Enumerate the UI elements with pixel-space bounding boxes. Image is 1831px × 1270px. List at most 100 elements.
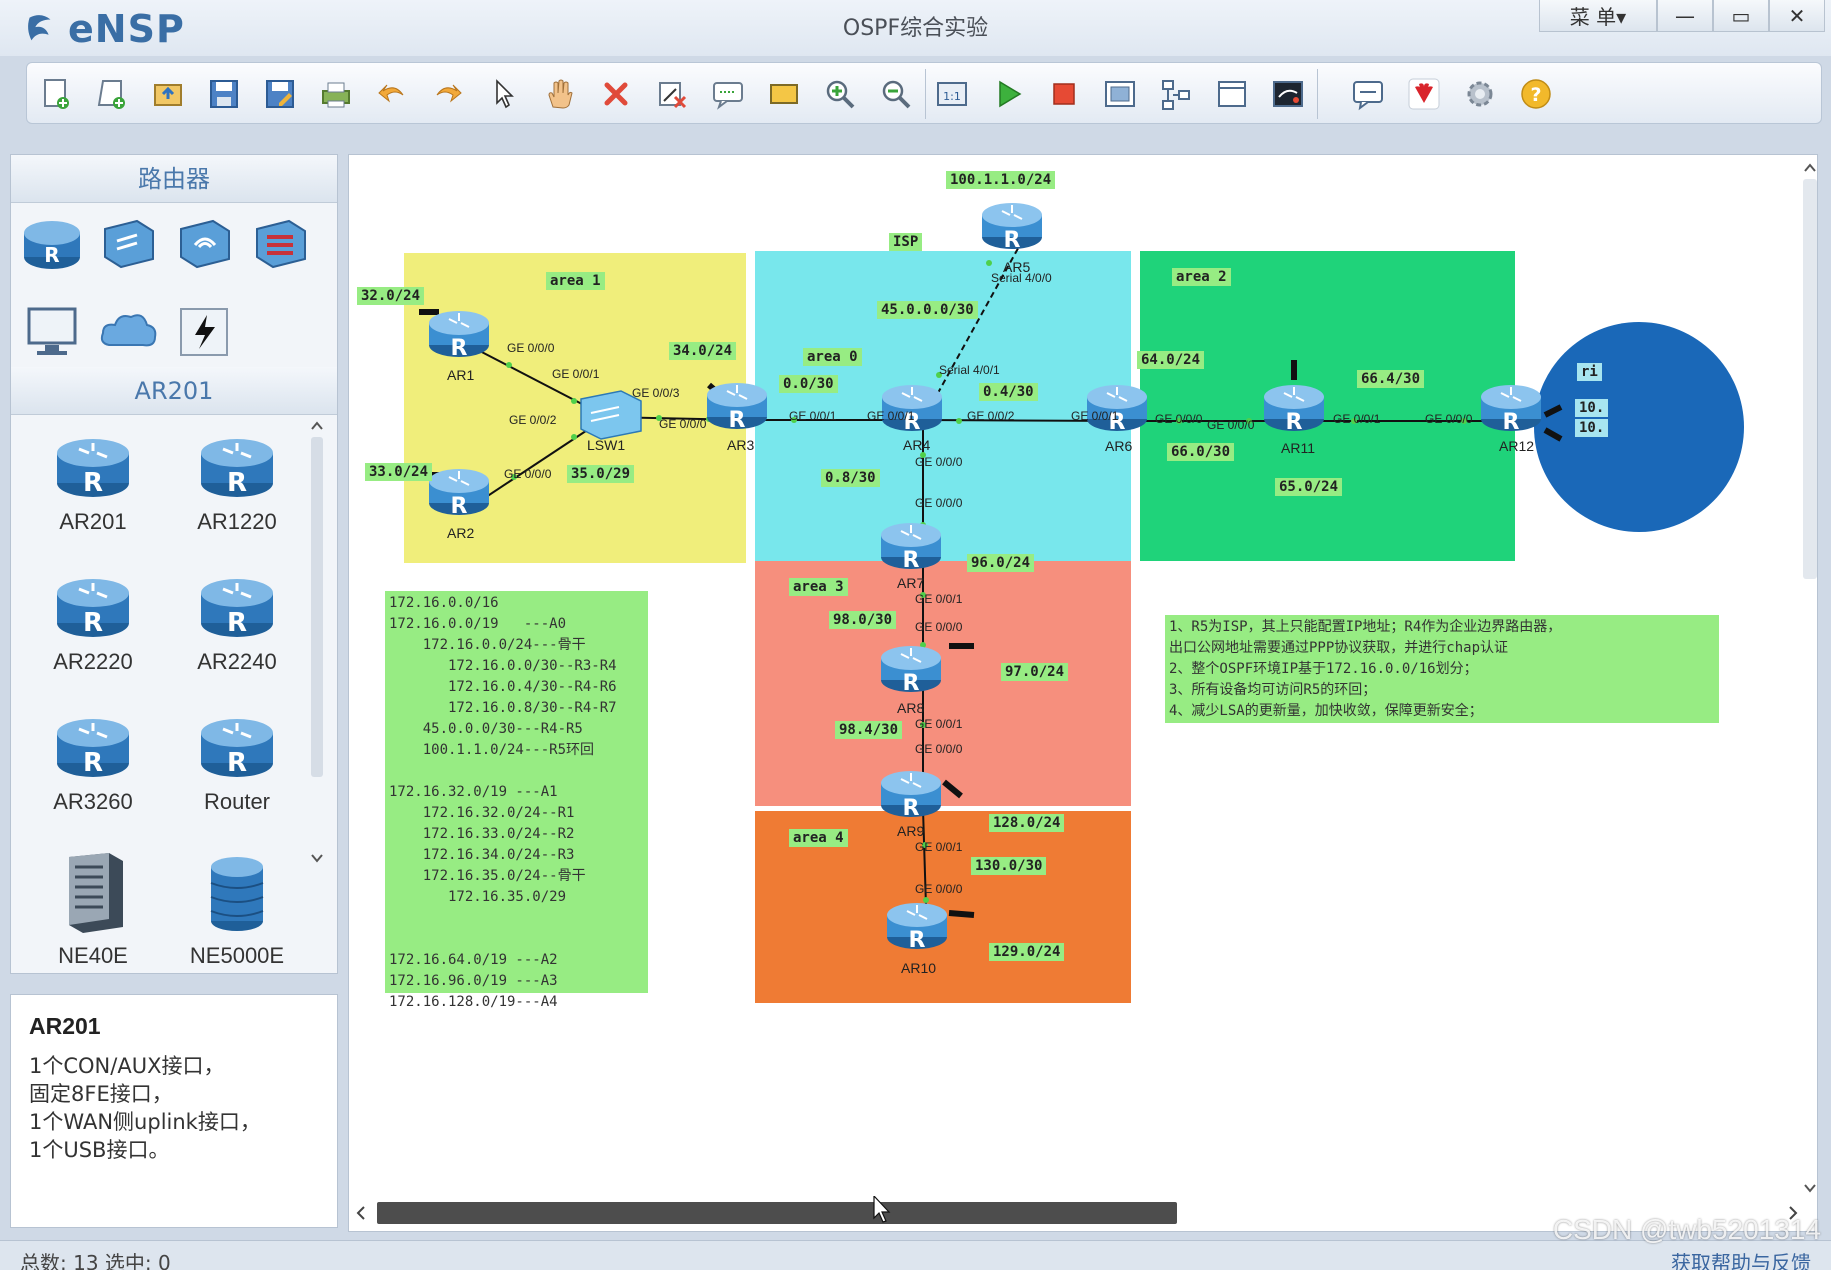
router-ar2[interactable] [428,468,490,520]
device-ne40e[interactable]: NE40E [33,849,153,969]
area-0-region[interactable] [755,251,1131,561]
help-feedback-link[interactable]: 获取帮助与反馈 [1671,1251,1811,1270]
device-ar201[interactable]: R AR201 [33,429,153,535]
canvas-vertical-scrollbar[interactable] [1801,155,1818,1232]
device-ar3260[interactable]: R AR3260 [33,709,153,815]
pan-hand-icon[interactable] [541,75,579,113]
rectangle-icon[interactable] [765,75,803,113]
router-ar12[interactable] [1480,384,1542,436]
subnet-tag: 0.4/30 [979,383,1038,401]
chat-icon[interactable] [1349,75,1387,113]
wireless-category-icon[interactable] [173,215,235,273]
device-label: AR12 [1499,438,1535,454]
menu-button[interactable]: 菜 单▾ [1539,0,1657,32]
pc-category-icon[interactable] [21,303,83,361]
huawei-icon[interactable] [1405,75,1443,113]
router-ar7[interactable] [880,522,942,574]
interface-label: GE 0/0/1 [1071,409,1119,423]
enspcurl-logo-icon [28,15,51,41]
zoom-in-icon[interactable] [821,75,859,113]
undo-icon[interactable] [373,75,411,113]
device-ar2220[interactable]: R AR2220 [33,569,153,675]
area-label: area 2 [1172,268,1231,286]
device-label: AR10 [901,960,937,976]
toolbar-separator [1317,69,1318,119]
subnet-tag: 0.0/30 [779,375,838,393]
subnet-tag: 130.0/30 [971,857,1047,875]
info-title: AR201 [29,1013,101,1039]
device-ar2240[interactable]: R AR2240 [177,569,297,675]
svg-text:R: R [227,608,247,638]
topology-canvas[interactable]: R [348,154,1818,1232]
capture-icon[interactable] [1101,75,1139,113]
router-ar10[interactable] [886,902,948,954]
switch-category-icon[interactable] [97,215,159,273]
device-label: AR3 [727,437,755,453]
window-controls: 菜 单▾ — ▭ ✕ [1539,0,1825,32]
stop-device-icon[interactable] [1045,75,1083,113]
router-ar11[interactable] [1263,384,1325,436]
delete-icon[interactable] [597,75,635,113]
connection-category-icon[interactable] [173,303,235,361]
requirements-note[interactable]: 1、R5为ISP，其上只能配置IP地址；R4作为企业边界路由器， 出口公网地址需… [1165,615,1719,723]
save-as-icon[interactable] [261,75,299,113]
zoom-out-icon[interactable] [877,75,915,113]
device-ar1220[interactable]: R AR1220 [177,429,297,535]
help-icon[interactable]: ? [1517,75,1555,113]
router-ar8[interactable] [880,645,942,697]
router-icon: R [201,579,273,638]
router-category-icon[interactable]: R [21,215,83,273]
topology-icon[interactable] [1157,75,1195,113]
subnet-tag: 35.0/29 [567,465,635,483]
interface-label: GE 0/0/0 [1207,418,1255,432]
interface-label: GE 0/0/1 [552,367,600,381]
fit-view-icon[interactable]: 1:1 [933,75,971,113]
redo-icon[interactable] [429,75,467,113]
device-ne5000e[interactable]: NE5000E [177,849,297,969]
switch-lsw1[interactable] [580,390,642,440]
device-model-label: AR2220 [53,649,133,674]
app-name: eNSP [68,7,185,51]
status-bar: 总数: 13 选中: 0 获取帮助与反馈 [0,1240,1831,1270]
minimize-button[interactable]: — [1657,0,1713,32]
blue-area-region[interactable] [1534,322,1744,532]
subnet-tag: 65.0/24 [1275,478,1343,496]
router-ar9[interactable] [880,770,942,822]
interface-label: GE 0/0/0 [1425,412,1473,426]
title-bar: eNSP OSPF综合实验 菜 单▾ — ▭ ✕ [0,0,1831,56]
canvas-horizontal-scrollbar[interactable] [350,1196,1818,1230]
settings-icon[interactable] [1461,75,1499,113]
device-model-label: AR3260 [53,789,133,814]
subnet-tag: ri [1577,363,1602,381]
new-topology-icon[interactable] [37,75,75,113]
print-icon[interactable] [317,75,355,113]
svg-text:R: R [83,608,103,638]
save-icon[interactable] [205,75,243,113]
close-button[interactable]: ✕ [1769,0,1825,32]
svg-text:R: R [227,748,247,778]
interface-label: GE 0/0/1 [915,840,963,854]
address-plan-note[interactable]: 172.16.0.0/16 172.16.0.0/19 ---A0 172.16… [385,591,648,1010]
router-ar1[interactable] [428,310,490,362]
subnet-tag: 98.4/30 [835,721,903,739]
panel-icon[interactable] [1213,75,1251,113]
start-device-icon[interactable] [989,75,1027,113]
text-note-icon[interactable] [709,75,747,113]
firewall-category-icon[interactable] [249,215,311,273]
device-router[interactable]: R Router [177,709,297,815]
router-ar3[interactable] [706,382,768,434]
select-icon[interactable] [485,75,523,113]
terminal-icon[interactable] [1269,75,1307,113]
area-2-region[interactable] [1140,251,1515,561]
cloud-category-icon[interactable] [97,303,159,361]
maximize-button[interactable]: ▭ [1713,0,1769,32]
info-line: 1个WAN侧uplink接口， [29,1110,261,1134]
device-list-scrollbar[interactable] [309,419,325,865]
router-ar5[interactable] [981,202,1043,254]
device-label: AR8 [897,700,925,716]
delete-link-icon[interactable] [653,75,691,113]
interface-label: GE 0/0/0 [507,341,555,355]
new-example-icon[interactable] [93,75,131,113]
area-3-region[interactable] [755,561,1131,806]
open-icon[interactable] [149,75,187,113]
